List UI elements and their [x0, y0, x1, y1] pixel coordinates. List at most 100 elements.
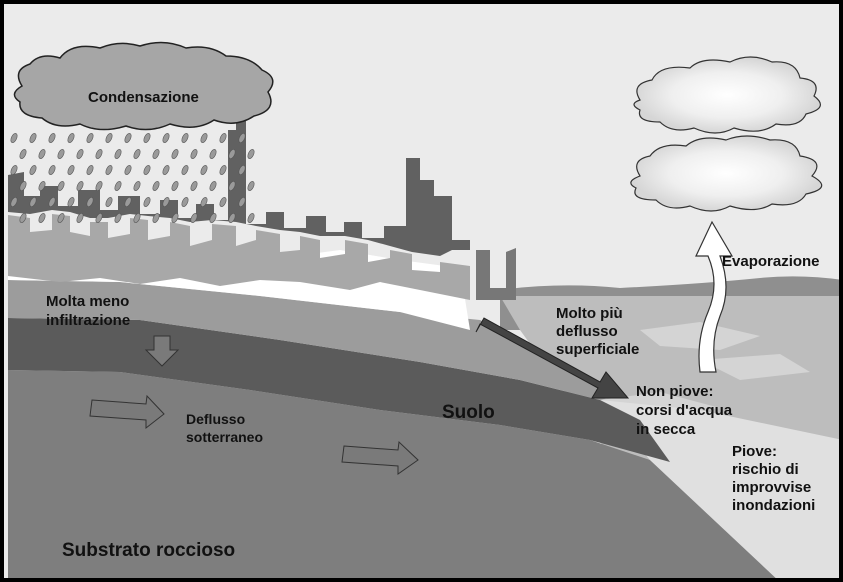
rain-drop — [152, 213, 160, 223]
rain-drop — [105, 133, 113, 143]
rain-drop — [133, 181, 141, 191]
rain-drop — [19, 149, 27, 159]
rain-drop — [133, 149, 141, 159]
bedrock-layer — [8, 370, 780, 582]
rain-drop — [124, 133, 132, 143]
rain-drop — [57, 181, 65, 191]
rain-drop — [171, 213, 179, 223]
evaporation-arrow — [695, 220, 734, 373]
rain-label-line-2: rischio di — [732, 461, 799, 478]
subsurface-arrow-2 — [341, 440, 419, 475]
rain-drop — [48, 197, 56, 207]
rain-drop — [86, 133, 94, 143]
rain-drop — [133, 213, 141, 223]
rain-drop — [209, 181, 217, 191]
rain-drop — [247, 149, 255, 159]
subsurface-label: Deflusso sotterraneo — [186, 411, 263, 445]
upper-soil-layer — [8, 280, 620, 400]
rain-drop — [219, 133, 227, 143]
rain-label-line-4: inondazioni — [732, 497, 815, 514]
rain-label-line-1: Piove: — [732, 443, 777, 460]
rain-drop — [143, 133, 151, 143]
rain-drop — [209, 213, 217, 223]
rain-drop — [219, 197, 227, 207]
rain-drop — [124, 165, 132, 175]
rain-drop — [76, 213, 84, 223]
rain-drop — [181, 197, 189, 207]
soil-label: Suolo — [442, 402, 495, 423]
runoff-label-line-2: deflusso — [556, 323, 618, 340]
rain-drop — [29, 133, 37, 143]
evaporation-label: Evaporazione — [722, 253, 820, 270]
rain-drop — [143, 165, 151, 175]
rain-drop — [247, 213, 255, 223]
rain-drop — [247, 181, 255, 191]
rain-drop — [67, 165, 75, 175]
rain-drop — [228, 149, 236, 159]
rain-drop — [67, 133, 75, 143]
rain-drop — [124, 197, 132, 207]
rain-drop — [190, 181, 198, 191]
subsurface-label-line-1: Deflusso — [186, 411, 245, 427]
rain-drop — [10, 197, 18, 207]
no-rain-label: Non piove: corsi d'acqua in secca — [636, 383, 736, 438]
rain-drops — [10, 133, 255, 223]
infiltration-arrow — [144, 335, 180, 367]
rain-drop — [105, 197, 113, 207]
rain-drop — [162, 165, 170, 175]
water-patches — [600, 322, 810, 418]
rain-drop — [181, 133, 189, 143]
rain-label: Piove: rischio di improvvise inondazioni — [732, 443, 815, 514]
rain-drop — [38, 213, 46, 223]
rain-drop — [95, 181, 103, 191]
rain-drop — [38, 181, 46, 191]
rain-drop — [19, 181, 27, 191]
city-dark-buildings — [8, 112, 470, 256]
rain-drop — [105, 165, 113, 175]
rain-drop — [95, 149, 103, 159]
rain-drop — [114, 149, 122, 159]
rain-drop — [200, 133, 208, 143]
city-tower-right — [476, 248, 516, 300]
rain-drop — [181, 165, 189, 175]
runoff-label-line-1: Molto più — [556, 305, 623, 322]
rain-drop — [86, 197, 94, 207]
rain-drop — [209, 149, 217, 159]
condensation-label: Condensazione — [88, 89, 199, 106]
rain-drop — [48, 133, 56, 143]
rain-drop — [238, 165, 246, 175]
rain-drop — [162, 133, 170, 143]
rain-drop — [200, 197, 208, 207]
no-rain-label-line-2: corsi d'acqua — [636, 402, 733, 419]
rain-drop — [238, 197, 246, 207]
rain-drop — [10, 165, 18, 175]
rain-drop — [86, 165, 94, 175]
surface-runoff-arrow — [475, 317, 630, 399]
rain-drop — [10, 133, 18, 143]
rain-drop — [171, 181, 179, 191]
no-rain-label-line-1: Non piove: — [636, 383, 714, 400]
rain-drop — [76, 149, 84, 159]
rain-drop — [152, 181, 160, 191]
rain-drop — [38, 149, 46, 159]
rain-drop — [228, 213, 236, 223]
rain-label-line-3: improvvise — [732, 479, 811, 496]
condensation-cloud — [13, 41, 274, 131]
rain-drop — [76, 181, 84, 191]
rain-drop — [238, 133, 246, 143]
infiltration-label: Molta meno infiltrazione — [46, 293, 134, 329]
rain-drop — [67, 197, 75, 207]
city-light-buildings — [8, 214, 470, 300]
infiltration-label-line-1: Molta meno — [46, 293, 129, 310]
subsurface-label-line-2: sotterraneo — [186, 429, 263, 445]
rain-drop — [200, 165, 208, 175]
evaporation-cloud-bottom — [630, 135, 823, 212]
rain-drop — [57, 149, 65, 159]
rain-drop — [95, 213, 103, 223]
no-rain-label-line-3: in secca — [636, 421, 696, 438]
rain-drop — [114, 213, 122, 223]
flood-plain — [600, 400, 843, 582]
rain-drop — [143, 197, 151, 207]
